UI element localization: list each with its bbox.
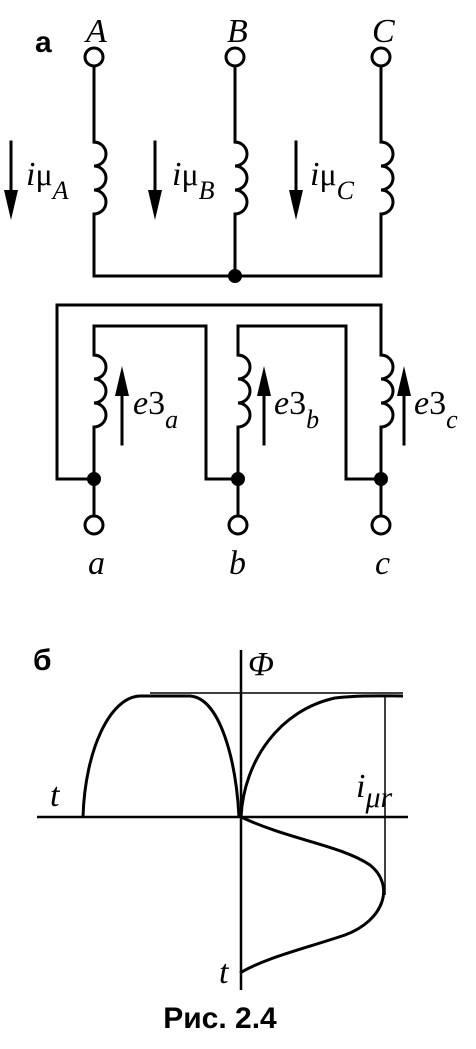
terminal-label-c: c: [375, 545, 390, 582]
time-label-bottom: t: [219, 954, 230, 991]
primary-neutral-node: [228, 269, 242, 283]
terminal-label-B: B: [227, 13, 248, 50]
current-time-curve: [239, 815, 386, 975]
current-arrow-B: [148, 140, 162, 220]
time-label-left: t: [50, 777, 61, 814]
primary-phase-b: B iμB: [148, 13, 249, 278]
terminal-label-A: A: [84, 13, 107, 50]
primary-coil-A: [92, 140, 108, 228]
emf-label-c: e3c: [414, 385, 458, 434]
current-label-B: iμB: [172, 156, 215, 205]
emf-arrow-b: [257, 366, 271, 446]
primary-phase-a: A iμA: [4, 13, 108, 278]
flux-label: Φ: [248, 646, 274, 683]
current-label-A: iμA: [26, 156, 69, 205]
secondary-coil-c: [379, 353, 395, 442]
panel-a-label: а: [35, 26, 52, 59]
emf-arrow-a: [115, 366, 129, 446]
primary-phase-c: C iμC: [289, 13, 395, 278]
emf-arrow-c: [397, 366, 411, 446]
terminal-c: [370, 514, 392, 536]
secondary-phase-a: e3a a: [83, 353, 178, 582]
terminal-C: [370, 46, 392, 68]
emf-label-a: e3a: [133, 385, 178, 434]
current-arrow-C: [289, 140, 303, 220]
terminal-label-b: b: [229, 545, 246, 582]
terminal-label-C: C: [372, 13, 395, 50]
terminal-b: [227, 514, 249, 536]
secondary-phase-c: e3c c: [370, 353, 458, 582]
magnetizing-current-label: iμr: [356, 768, 393, 814]
terminal-a: [83, 514, 105, 536]
primary-coil-C: [379, 140, 395, 228]
current-label-C: iμC: [310, 156, 355, 205]
secondary-phase-b: e3b b: [227, 353, 319, 582]
flux-time-curve: [81, 694, 241, 818]
panel-b-label: б: [33, 644, 52, 677]
secondary-coil-b: [236, 353, 252, 442]
primary-coil-B: [233, 140, 249, 228]
secondary-wiring: [55, 303, 383, 481]
figure-caption: Рис. 2.4: [163, 1002, 277, 1035]
current-arrow-A: [4, 140, 18, 220]
terminal-B: [224, 46, 246, 68]
terminal-A: [83, 46, 105, 68]
terminal-label-a: a: [88, 545, 105, 582]
secondary-coil-a: [92, 353, 108, 442]
emf-label-b: e3b: [274, 385, 319, 434]
magnetization-curve: [239, 694, 404, 818]
